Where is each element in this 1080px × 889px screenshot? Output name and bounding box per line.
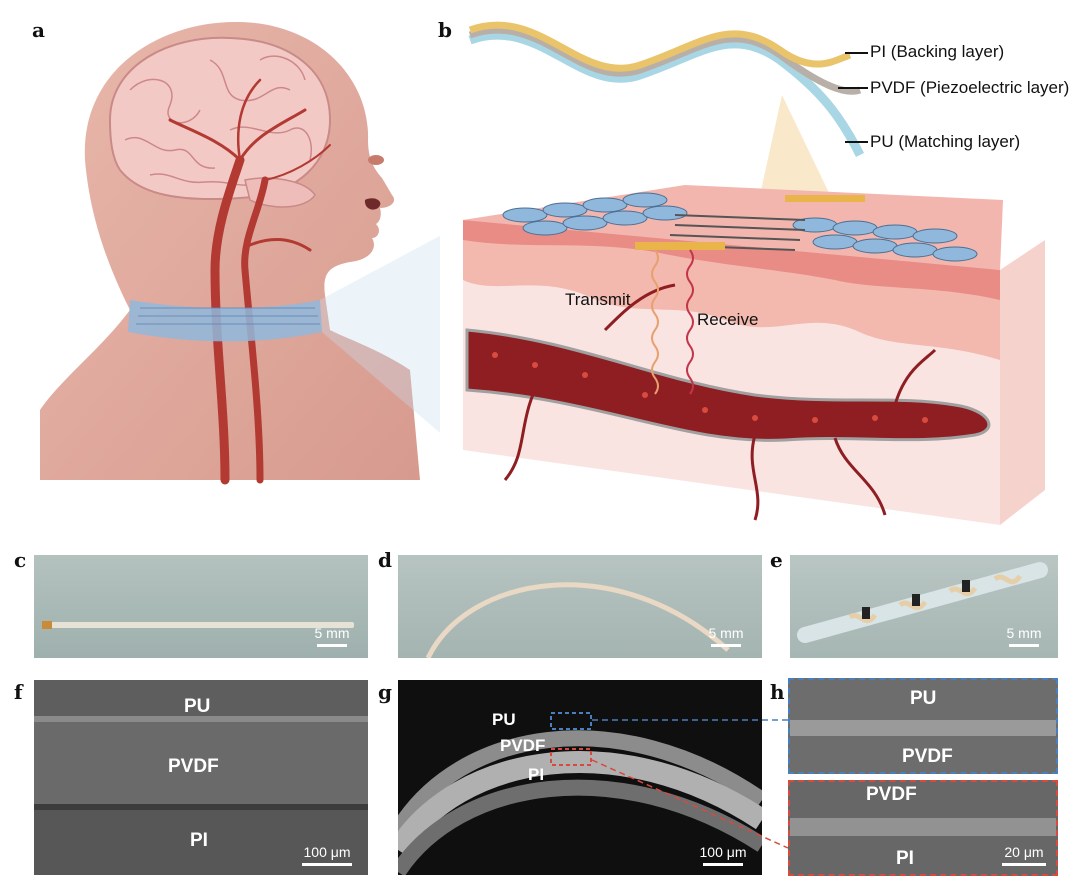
scale-line-h [1002,863,1046,866]
receive-wave [686,249,694,395]
inset-box-blue [550,712,592,730]
sem-pu-pvdf-interface [34,716,368,722]
head-illustration [40,21,440,485]
pi-layer-line [468,21,852,72]
panel-letter-b: b [438,18,452,42]
sem-h-bottom-label-pi: PI [896,848,914,869]
label-pi-layer: PI (Backing layer) [870,42,1005,61]
flat-strip [42,622,354,628]
panel-letter-d: d [378,548,392,572]
neck-device [128,300,322,342]
sem-g-label-pi: PI [528,765,545,784]
scale-bar-h: 20 μm [994,844,1054,866]
sem-pvdf-pi-interface [34,804,368,810]
scale-text-h: 20 μm [1004,844,1044,860]
sem-h-bottom-label-pvdf: PVDF [866,784,917,805]
pu-layer-line [468,30,865,158]
scale-line-g [703,863,743,866]
panel-letter-a: a [32,18,45,42]
strip-connector [42,621,52,629]
bent-strip [425,582,730,658]
scale-line-f [302,863,352,866]
sem-f-label-pi: PI [190,830,208,851]
skin-layer [463,220,1000,360]
sem-cross-section-bent: PU PVDF PI 100 μm [398,680,762,875]
photo-flat-transducer: 5 mm [34,555,368,658]
brain [108,36,332,201]
sem-pu-layer [34,680,368,720]
scale-text-c: 5 mm [314,625,350,641]
sem-h-top-label-pu: PU [910,688,937,709]
transmit-wave [651,249,659,395]
sem-cross-section-flat: PU PVDF PI 100 μm [34,680,368,875]
layer-stack-diagram [468,21,868,195]
photo-bent-transducer: 5 mm [398,555,762,658]
inset-connectors [591,719,789,849]
panel-letter-c: c [14,548,27,572]
sem-zoom-interface-1 [790,720,1056,736]
tissue-block [463,185,1045,525]
scale-bar-e: 5 mm [994,625,1054,647]
scale-text-d: 5 mm [708,625,744,641]
label-pu-layer: PU (Matching layer) [870,132,1021,151]
pvdf-layer-line [468,26,862,95]
photo-wrapped-transducer: 5 mm [790,555,1058,658]
scale-line-e [1009,644,1039,647]
blood-vessel [465,328,991,442]
sem-h-top-label-pvdf: PVDF [902,746,953,767]
scale-text-g: 100 μm [699,844,747,860]
panel-letter-f: f [14,680,23,704]
sem-zoom-pu-pvdf: PU PVDF [788,678,1058,774]
panel-letter-g: g [378,680,392,704]
scale-bar-g: 100 μm [688,844,758,866]
panel-letter-h: h [770,680,785,704]
sem-zoom-pvdf-pi: PVDF PI 20 μm [788,780,1058,876]
wrapped-rod [797,562,1048,643]
scale-text-e: 5 mm [1006,625,1042,641]
label-transmit: Transmit [565,290,631,309]
sem-f-label-pvdf: PVDF [168,756,219,777]
sem-pvdf-layer [34,722,368,804]
label-pvdf-layer: PVDF (Piezoelectric layer) [870,78,1070,97]
scale-line-d [711,644,741,647]
sem-g-label-pvdf: PVDF [500,736,546,755]
scale-bar-f: 100 μm [292,844,362,866]
sem-zoom-interface-2 [790,818,1056,836]
label-receive: Receive [697,310,759,329]
scale-text-f: 100 μm [303,844,351,860]
sem-bent-arc [398,712,762,875]
scale-bar-d: 5 mm [696,625,756,647]
scale-line-c [317,644,347,647]
sem-g-label-pu: PU [492,710,516,729]
panel-letter-e: e [770,548,783,572]
sem-f-label-pu: PU [184,696,211,717]
scale-bar-c: 5 mm [302,625,362,647]
